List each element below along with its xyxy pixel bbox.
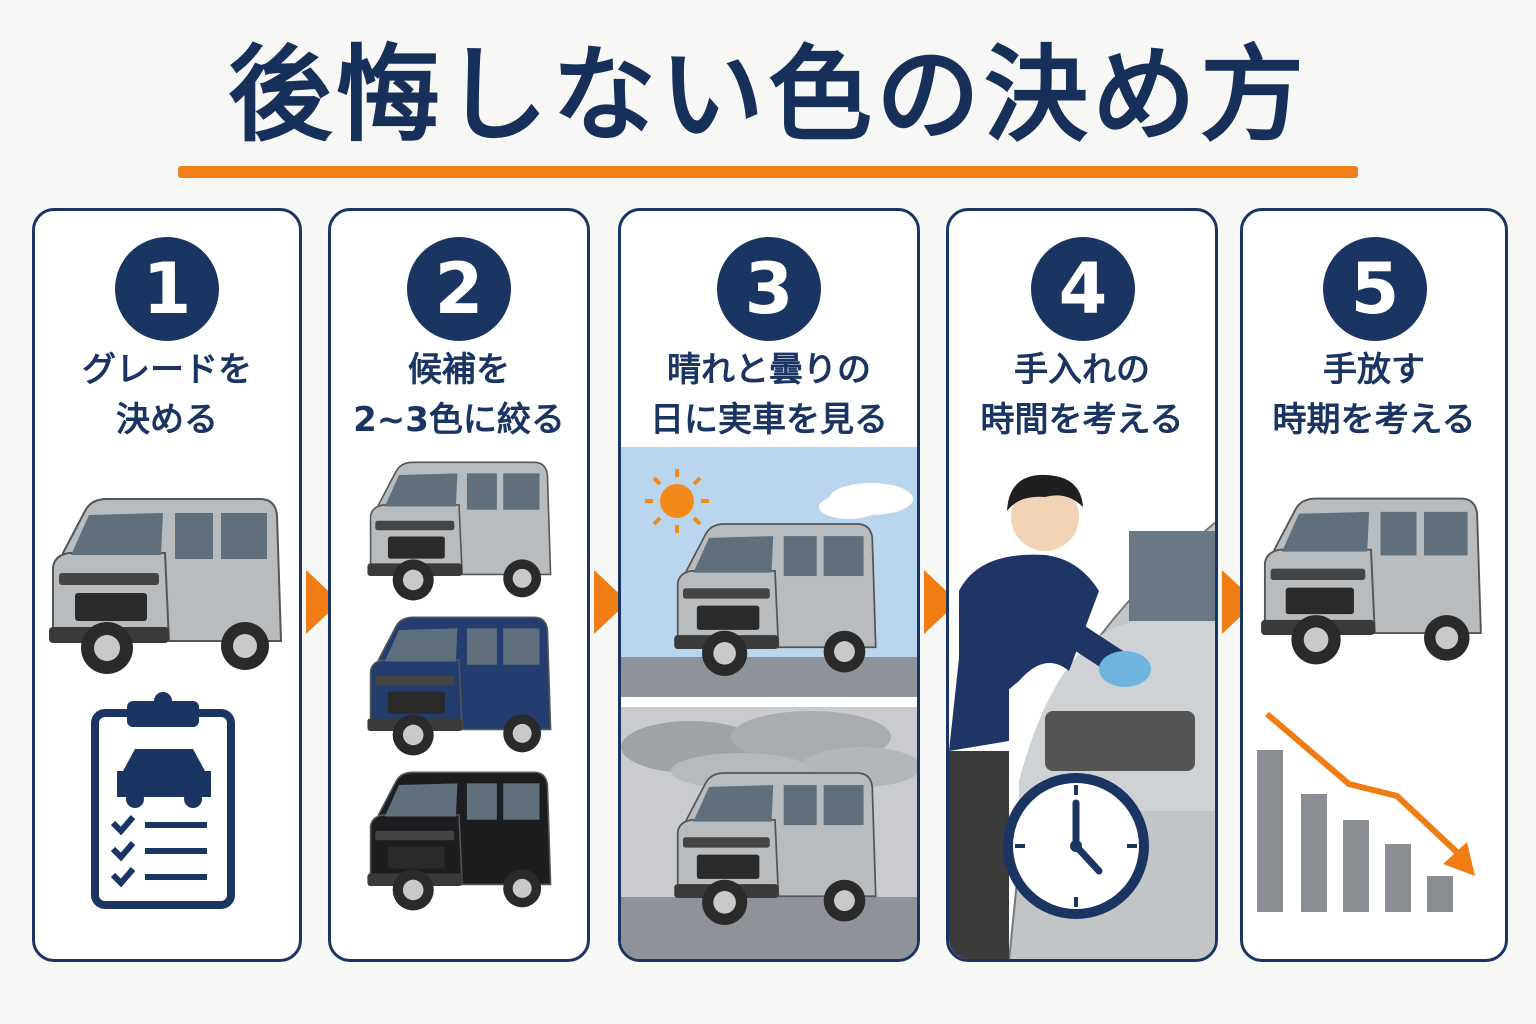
step-4-label-line-1: 手入れの (1014, 350, 1150, 390)
step-4-panel: 4 手入れの 時間を考える (946, 208, 1218, 962)
step-1-panel: 1 グレードを 決める (32, 208, 302, 962)
step-4-number-badge: 4 (1031, 237, 1135, 341)
step-4-label: 手入れの 時間を考える (949, 345, 1215, 445)
car-icon (655, 517, 895, 682)
step-2-number-badge: 2 (407, 237, 511, 341)
step-2-label-line-2: 2~3色に絞る (353, 400, 565, 440)
car-icon (1251, 491, 1491, 671)
step-5-label-line-1: 手放す (1323, 350, 1425, 390)
title-underline (178, 166, 1358, 178)
sun-icon (645, 469, 709, 533)
step-5-number-badge: 5 (1323, 237, 1427, 341)
step-5-label: 手放す 時期を考える (1243, 345, 1505, 445)
cloud-icon (621, 711, 917, 789)
step-3-panel: 3 晴れと曇りの 日に実車を見る (618, 208, 920, 962)
clock-icon (1003, 773, 1149, 919)
step-2-panel: 2 候補を 2~3色に絞る (328, 208, 590, 962)
step-1-label-line-2: 決める (116, 400, 218, 440)
step-5-panel: 5 手放す 時期を考える (1240, 208, 1508, 962)
step-3-number-badge: 3 (717, 237, 821, 341)
car-icon (655, 766, 895, 931)
blue-car-icon (349, 611, 569, 761)
step-5-label-line-2: 時期を考える (1272, 400, 1476, 440)
step-4-label-line-2: 時間を考える (980, 400, 1184, 440)
step-1-label: グレードを 決める (35, 345, 299, 445)
page-title: 後悔しない色の決め方 (227, 34, 1308, 156)
step-2-label: 候補を 2~3色に絞る (331, 345, 587, 445)
black-car-icon (349, 766, 569, 916)
declining-bar-chart-icon (1257, 711, 1475, 912)
step-3-label-line-2: 日に実車を見る (650, 400, 888, 440)
clipboard-checklist-icon (91, 692, 235, 909)
step-3-label-line-1: 晴れと曇りの (667, 350, 871, 390)
silver-car-icon (349, 456, 569, 606)
step-3-label: 晴れと曇りの 日に実車を見る (621, 345, 917, 445)
step-1-label-line-1: グレードを (82, 350, 252, 390)
car-icon (45, 491, 285, 681)
step-1-number-badge: 1 (115, 237, 219, 341)
step-2-label-line-1: 候補を (408, 350, 510, 390)
